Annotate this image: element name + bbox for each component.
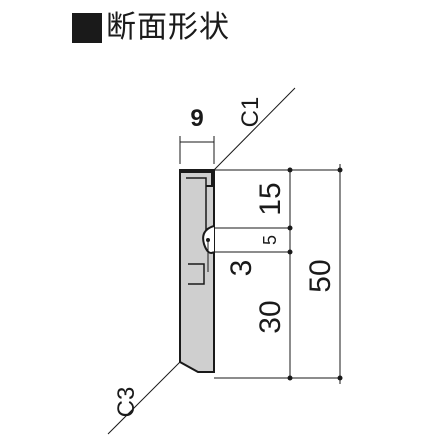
width-label: 9 [190, 105, 203, 132]
middle-segment-label: 5 [260, 235, 280, 245]
heading-text: 断面形状 [106, 11, 230, 44]
profile-inner-lip [186, 177, 207, 230]
bottom-chamfer-label: C3 [113, 387, 140, 418]
section-heading: 断面形状 [72, 8, 230, 48]
lower-segment-label: 30 [254, 300, 287, 333]
total-dot-top [337, 167, 343, 173]
total-height-label: 50 [304, 259, 337, 292]
top-segment-label: 15 [254, 182, 287, 215]
top-chamfer-label: C1 [237, 97, 264, 128]
profile-lower-slot [188, 263, 205, 285]
heading-square-icon [72, 13, 102, 43]
dim-dot-top [287, 167, 293, 173]
profile-top-hook [180, 171, 213, 187]
profile-shape [179, 169, 215, 373]
groove-radius-label: 3 [225, 260, 258, 277]
c3-leader [107, 361, 181, 435]
dim-dot-15 [287, 225, 293, 231]
dim-dot-bottom [287, 375, 293, 381]
radius-dot [206, 238, 210, 242]
dim-dot-5 [287, 249, 293, 255]
c1-leader [213, 87, 296, 171]
total-dot-bottom [337, 375, 343, 381]
